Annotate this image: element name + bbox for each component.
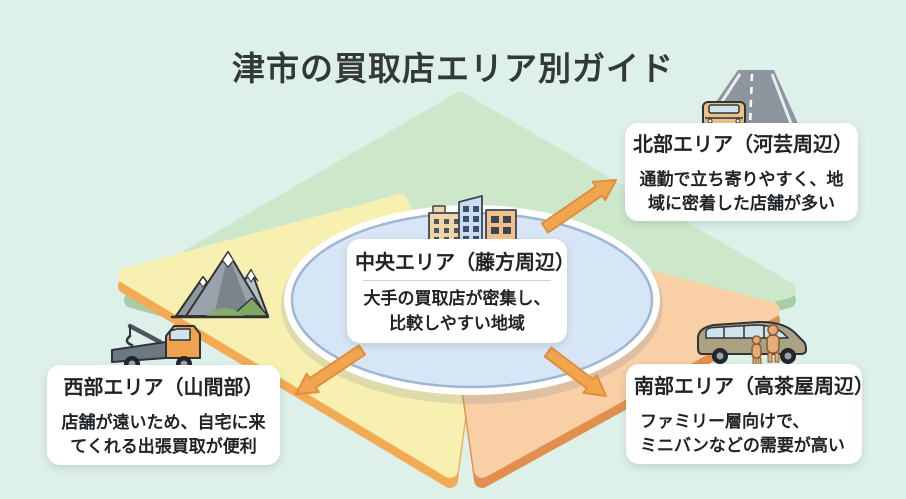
- north-area-card: 北部エリア（河芸周辺） 通勤で立ち寄りやすく、地 域に密着した店舗が多い: [625, 123, 858, 221]
- west-area-title: 西部エリア（山間部）: [63, 376, 264, 399]
- divider: [363, 280, 551, 282]
- west-arrow: [295, 344, 367, 395]
- page-title: 津市の買取店エリア別ガイド: [232, 50, 674, 88]
- minivan-family-icon: [697, 320, 807, 366]
- south-area-card: 南部エリア（高茶屋周辺） ファミリー層向けで、 ミニバンなどの需要が高い: [626, 364, 874, 464]
- west-area-description: 店舗が遠いため、自宅に来 てくれる出張買取が便利: [61, 412, 266, 456]
- south-area-title: 南部エリア（高茶屋周辺）: [634, 375, 874, 398]
- south-arrow: [543, 346, 607, 397]
- north-area-title: 北部エリア（河芸周辺）: [633, 133, 853, 156]
- west-area-card: 西部エリア（山間部） 店舗が遠いため、自宅に来 てくれる出張買取が便利: [47, 365, 280, 465]
- center-area-description: 大手の買取店が密集し、 比較しやすい地域: [363, 289, 551, 333]
- center-area-title: 中央エリア（藤方周辺）: [355, 252, 575, 275]
- north-area-description: 通勤で立ち寄りやすく、地 域に密着した店舗が多い: [639, 169, 844, 213]
- north-arrow: [540, 179, 617, 234]
- south-area-description: ファミリー層向けで、 ミニバンなどの需要が高い: [640, 411, 845, 455]
- mountains-icon: [170, 251, 270, 319]
- center-area-card: 中央エリア（藤方周辺） 大手の買取店が密集し、 比較しやすい地域: [347, 239, 575, 343]
